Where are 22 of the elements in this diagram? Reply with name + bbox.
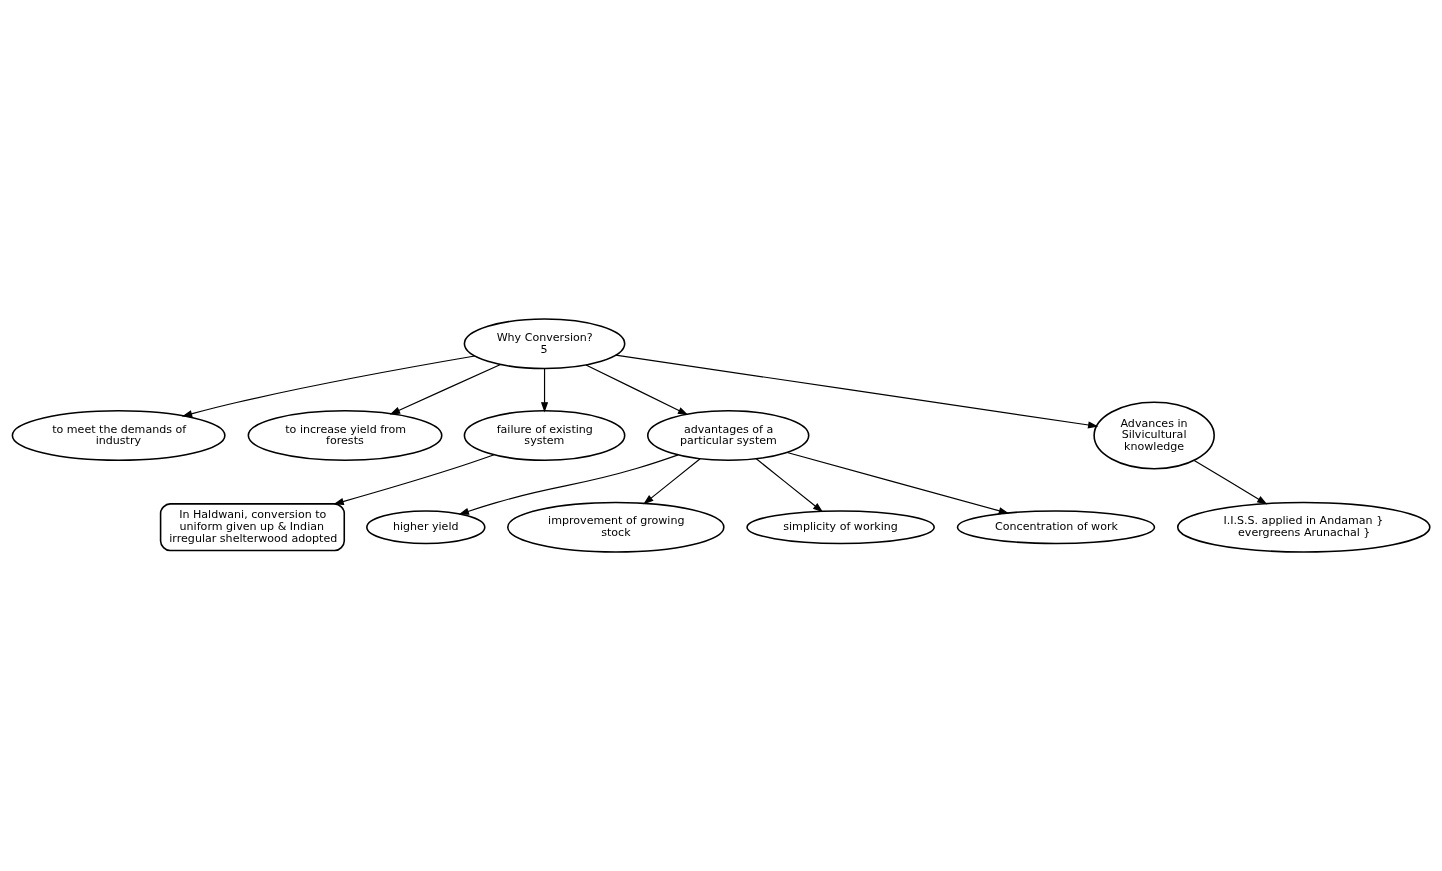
arrow <box>615 354 1099 429</box>
node-ellipse: advantages of a particular system <box>646 410 810 462</box>
arrow <box>389 363 502 415</box>
node-ellipse: Advances in Silvicultural knowledge <box>1093 401 1215 470</box>
arrow <box>458 454 679 515</box>
node-ellipse: improvement of growing stock <box>507 501 725 553</box>
arrow <box>643 458 701 505</box>
node-ellipse: Why Conversion? 5 <box>463 318 626 370</box>
arrow <box>585 364 689 416</box>
arrow <box>540 367 549 413</box>
node-ellipse: higher yield <box>366 510 486 545</box>
arrow <box>1193 459 1268 505</box>
node-ellipse: simplicity of working <box>746 510 935 545</box>
node-box: In Haldwani, conversion to uniform given up & Indian irregular shelterwood adopted <box>159 503 346 552</box>
node-ellipse: Concentration of work <box>956 510 1156 545</box>
node-ellipse: failure of existing system <box>463 410 626 462</box>
node-ellipse: to increase yield from forests <box>247 410 443 462</box>
arrow <box>755 458 824 513</box>
arrow <box>333 454 495 505</box>
arrow <box>181 355 476 418</box>
arrow <box>786 451 1010 515</box>
node-ellipse: I.I.S.S. applied in Andaman } evergreens Arunachal } <box>1176 501 1431 553</box>
